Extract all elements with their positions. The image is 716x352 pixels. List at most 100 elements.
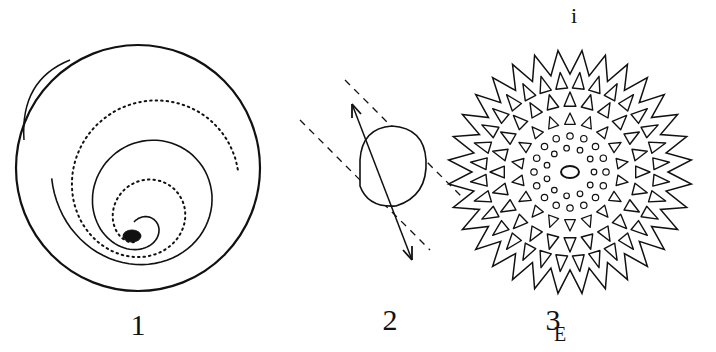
spine-triangle	[619, 233, 634, 249]
spine-triangle	[513, 115, 527, 129]
pore-dot	[541, 194, 547, 200]
pore-dot	[552, 187, 558, 193]
spine-triangle	[493, 183, 508, 194]
spine-triangle	[474, 142, 491, 153]
pore-dot	[552, 151, 558, 157]
cell-figure	[300, 80, 475, 260]
spine-triangle	[540, 76, 551, 93]
spine-triangle	[653, 158, 670, 170]
pore-dot	[577, 147, 583, 153]
spine-triangle	[490, 166, 504, 178]
pore-dot	[591, 169, 597, 175]
spine-triangle	[572, 73, 584, 90]
outer-circle	[16, 45, 260, 291]
pore-dot	[600, 155, 606, 161]
spine-triangle	[641, 125, 658, 138]
spine-triangle	[540, 251, 551, 268]
spine-triangle	[581, 234, 592, 249]
cell-outline	[360, 126, 426, 206]
pore-dot	[564, 193, 570, 199]
spine-triangle	[631, 109, 647, 124]
pore-dot	[541, 143, 547, 149]
central-oval	[123, 230, 141, 242]
pore-dot	[534, 155, 540, 161]
spine-triangle	[565, 220, 576, 231]
spiral-figure	[16, 45, 260, 291]
spine-triangle	[597, 127, 608, 139]
axis-arrow	[352, 104, 412, 260]
spine-triangle	[547, 95, 558, 110]
spine-triangle	[616, 175, 628, 185]
spine-triangle	[530, 226, 542, 241]
spine-triangle	[616, 159, 628, 169]
spine-triangle	[636, 166, 650, 178]
spine-triangle	[612, 214, 626, 228]
spine-triangle	[632, 183, 647, 194]
spine-triangle	[589, 76, 600, 93]
spine-triangle	[549, 117, 559, 129]
spine-triangle	[501, 132, 516, 144]
arrow-head	[352, 104, 361, 118]
pore-dot	[544, 176, 550, 182]
central-oval	[561, 166, 579, 178]
pore-dot	[544, 162, 550, 168]
spine-triangle	[474, 191, 491, 202]
spine-triangle	[482, 206, 499, 219]
spine-triangle	[612, 115, 626, 129]
dashed-line	[345, 80, 475, 210]
pore-dot	[587, 156, 593, 162]
spine-triangle	[549, 215, 559, 227]
spine-triangle	[598, 103, 610, 118]
spine-triangle	[609, 143, 621, 153]
spine-triangle	[581, 95, 592, 110]
spiny-outline	[449, 51, 692, 294]
outer-rim-stroke	[24, 60, 70, 140]
spine-triangle	[572, 255, 584, 272]
pore-dot	[567, 205, 573, 211]
spine-triangle	[641, 206, 658, 219]
spine-triangle	[556, 73, 568, 90]
orientation-letter: i	[571, 5, 577, 27]
spine-triangle	[564, 238, 576, 252]
solid-spiral	[52, 140, 212, 264]
spine-triangle	[547, 234, 558, 249]
spine-triangle	[556, 255, 568, 272]
pore-dot	[603, 169, 609, 175]
spine-triangle	[471, 158, 488, 170]
spiny-figure	[449, 51, 692, 294]
spine-triangle	[523, 84, 536, 101]
spine-triangle	[624, 132, 639, 144]
spine-triangle	[482, 125, 499, 138]
spine-triangle	[598, 226, 610, 241]
spine-triangle	[493, 109, 509, 124]
orientation-letter: E	[554, 324, 566, 344]
spine-triangle	[523, 243, 536, 260]
pore-dot	[592, 143, 598, 149]
pore-dot	[534, 183, 540, 189]
arrow-head	[403, 246, 412, 260]
spine-triangle	[501, 200, 516, 212]
spine-triangle	[604, 243, 617, 260]
spine-triangle	[581, 117, 591, 129]
spine-triangle	[565, 113, 576, 124]
pore-dot	[581, 202, 587, 208]
spine-triangle	[532, 127, 543, 139]
spine-triangle	[532, 205, 543, 217]
spine-triangle	[631, 221, 647, 236]
spine-triangle	[507, 233, 522, 249]
spine-triangle	[493, 149, 508, 160]
spine-triangle	[507, 95, 522, 111]
spine-triangle	[512, 175, 524, 185]
pore-dot	[553, 202, 559, 208]
pore-dot	[577, 191, 583, 197]
spine-triangle	[519, 143, 531, 153]
spine-triangle	[519, 191, 531, 201]
figure-number: 2	[383, 305, 398, 335]
figure-number: 1	[131, 310, 146, 340]
spine-triangle	[609, 191, 621, 201]
dotted-spiral	[72, 100, 238, 257]
spine-triangle	[619, 95, 634, 111]
spine-triangle	[581, 215, 591, 227]
